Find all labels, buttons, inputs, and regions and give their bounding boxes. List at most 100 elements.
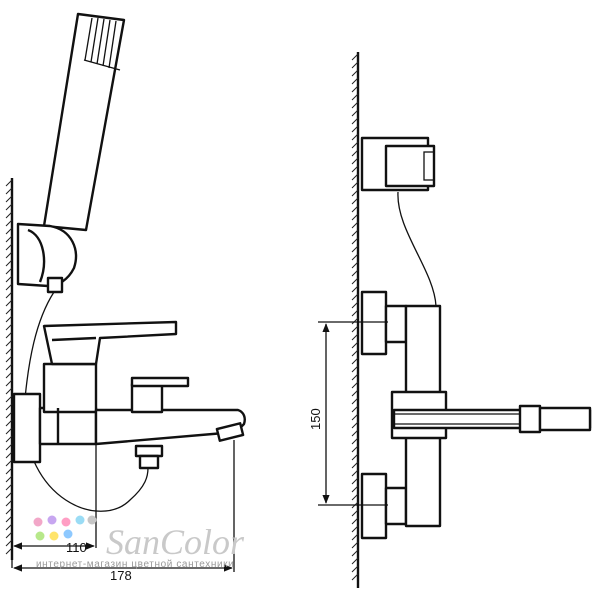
front-view: 150 xyxy=(308,52,592,588)
wall-hatch-line xyxy=(351,557,359,565)
wall-hatch-line xyxy=(351,341,359,349)
wall-hatch-line xyxy=(351,445,359,453)
wall-hatch-line xyxy=(5,299,13,307)
wall-hatch-line xyxy=(5,339,13,347)
wall-hatch-line xyxy=(5,219,13,227)
wall-hatch-line xyxy=(5,435,13,443)
wall-hatch-line xyxy=(351,517,359,525)
shower-holder-front xyxy=(360,136,436,192)
wall-hatch-line xyxy=(351,493,359,501)
wall-hatch-line xyxy=(351,197,359,205)
hose-connector xyxy=(134,444,164,470)
wall-hatch-line xyxy=(351,229,359,237)
wall-hatch-line xyxy=(351,525,359,533)
wall-hatch-line xyxy=(5,539,13,547)
wall-hatch-line xyxy=(5,291,13,299)
watermark: SanColor интернет-магазин цветной сантех… xyxy=(33,515,245,570)
wall-hatch-line xyxy=(351,53,359,61)
wall-hatch-line xyxy=(351,133,359,141)
wall-hatch-line xyxy=(351,173,359,181)
wall-hatch-line xyxy=(351,549,359,557)
watermark-dot xyxy=(47,515,57,525)
wall-hatch-line xyxy=(351,381,359,389)
dimension-110: 110 xyxy=(13,540,95,555)
dimension-150: 150 xyxy=(308,323,330,504)
wall-hatch-line xyxy=(5,459,13,467)
wall-hatch-line xyxy=(351,165,359,173)
watermark-dot xyxy=(61,517,71,527)
wall-hatch-line xyxy=(5,195,13,203)
wall-hatch-line xyxy=(5,491,13,499)
wall-hatch-line xyxy=(351,469,359,477)
wall-hatch-line xyxy=(351,149,359,157)
wall-hatch-line xyxy=(351,461,359,469)
wall-hatch-line xyxy=(351,125,359,133)
wall-hatch-line xyxy=(351,333,359,341)
watermark-dot xyxy=(49,531,59,541)
upper-inlet xyxy=(360,290,408,356)
wall-hatch-line xyxy=(5,395,13,403)
right-wall xyxy=(351,52,360,588)
shower-holder xyxy=(16,222,78,294)
wall-hatch-line xyxy=(5,323,13,331)
wall-hatch-line xyxy=(351,205,359,213)
watermark-dots xyxy=(33,515,97,541)
wall-hatch-line xyxy=(5,387,13,395)
spout xyxy=(94,408,246,446)
wall-hatch-line xyxy=(5,411,13,419)
wall-hatch-line xyxy=(5,403,13,411)
wall-hatch-line xyxy=(5,499,13,507)
wall-hatch-line xyxy=(5,523,13,531)
dimension-110-label: 110 xyxy=(66,540,87,555)
wall-hatch-line xyxy=(351,477,359,485)
wall-hatch-line xyxy=(5,307,13,315)
wall-hatch-line xyxy=(351,405,359,413)
wall-hatch-line xyxy=(351,533,359,541)
watermark-tagline: интернет-магазин цветной сантехники xyxy=(36,559,234,570)
wall-hatch-line xyxy=(351,573,359,581)
wall-hatch-line xyxy=(351,293,359,301)
shower-hose xyxy=(23,291,149,512)
wall-hatch-line xyxy=(351,317,359,325)
wall-hatch-line xyxy=(5,187,13,195)
wall-hatch-line xyxy=(5,235,13,243)
wall-hatch-line xyxy=(351,221,359,229)
wall-hatch-line xyxy=(5,259,13,267)
wall-hatch-line xyxy=(5,275,13,283)
wall-hatch-line xyxy=(351,349,359,357)
wall-hatch-line xyxy=(351,285,359,293)
wall-hatch-line xyxy=(5,379,13,387)
wall-hatch-line xyxy=(351,309,359,317)
wall-hatch-line xyxy=(5,315,13,323)
wall-hatch-line xyxy=(351,325,359,333)
wall-hatch-line xyxy=(351,509,359,517)
wall-hatch-line xyxy=(351,101,359,109)
wall-hatch-line xyxy=(351,541,359,549)
watermark-dot xyxy=(75,515,85,525)
wall-hatch-line xyxy=(351,437,359,445)
wall-hatch-line xyxy=(5,531,13,539)
wall-hatch-line xyxy=(351,85,359,93)
wall-hatch-line xyxy=(5,211,13,219)
wall-hatch-line xyxy=(351,365,359,373)
wall-hatch-line xyxy=(351,61,359,69)
wall-hatch-line xyxy=(5,547,13,555)
diverter-knob xyxy=(130,376,190,414)
lower-inlet xyxy=(360,472,408,540)
wall-hatch-line xyxy=(351,429,359,437)
wall-hatch-line xyxy=(351,413,359,421)
wall-hatch-line xyxy=(5,243,13,251)
wall-hatch-line xyxy=(5,451,13,459)
wall-hatch-line xyxy=(5,483,13,491)
shower-hose-front xyxy=(397,191,437,307)
wall-hatch-line xyxy=(5,251,13,259)
hand-shower xyxy=(42,12,126,232)
wall-hatch-line xyxy=(351,301,359,309)
wall-hatch-line xyxy=(351,93,359,101)
wall-hatch-line xyxy=(351,181,359,189)
wall-hatch-line xyxy=(351,237,359,245)
wall-hatch-line xyxy=(5,267,13,275)
wall-hatch-line xyxy=(5,475,13,483)
wall-hatch-line xyxy=(351,141,359,149)
